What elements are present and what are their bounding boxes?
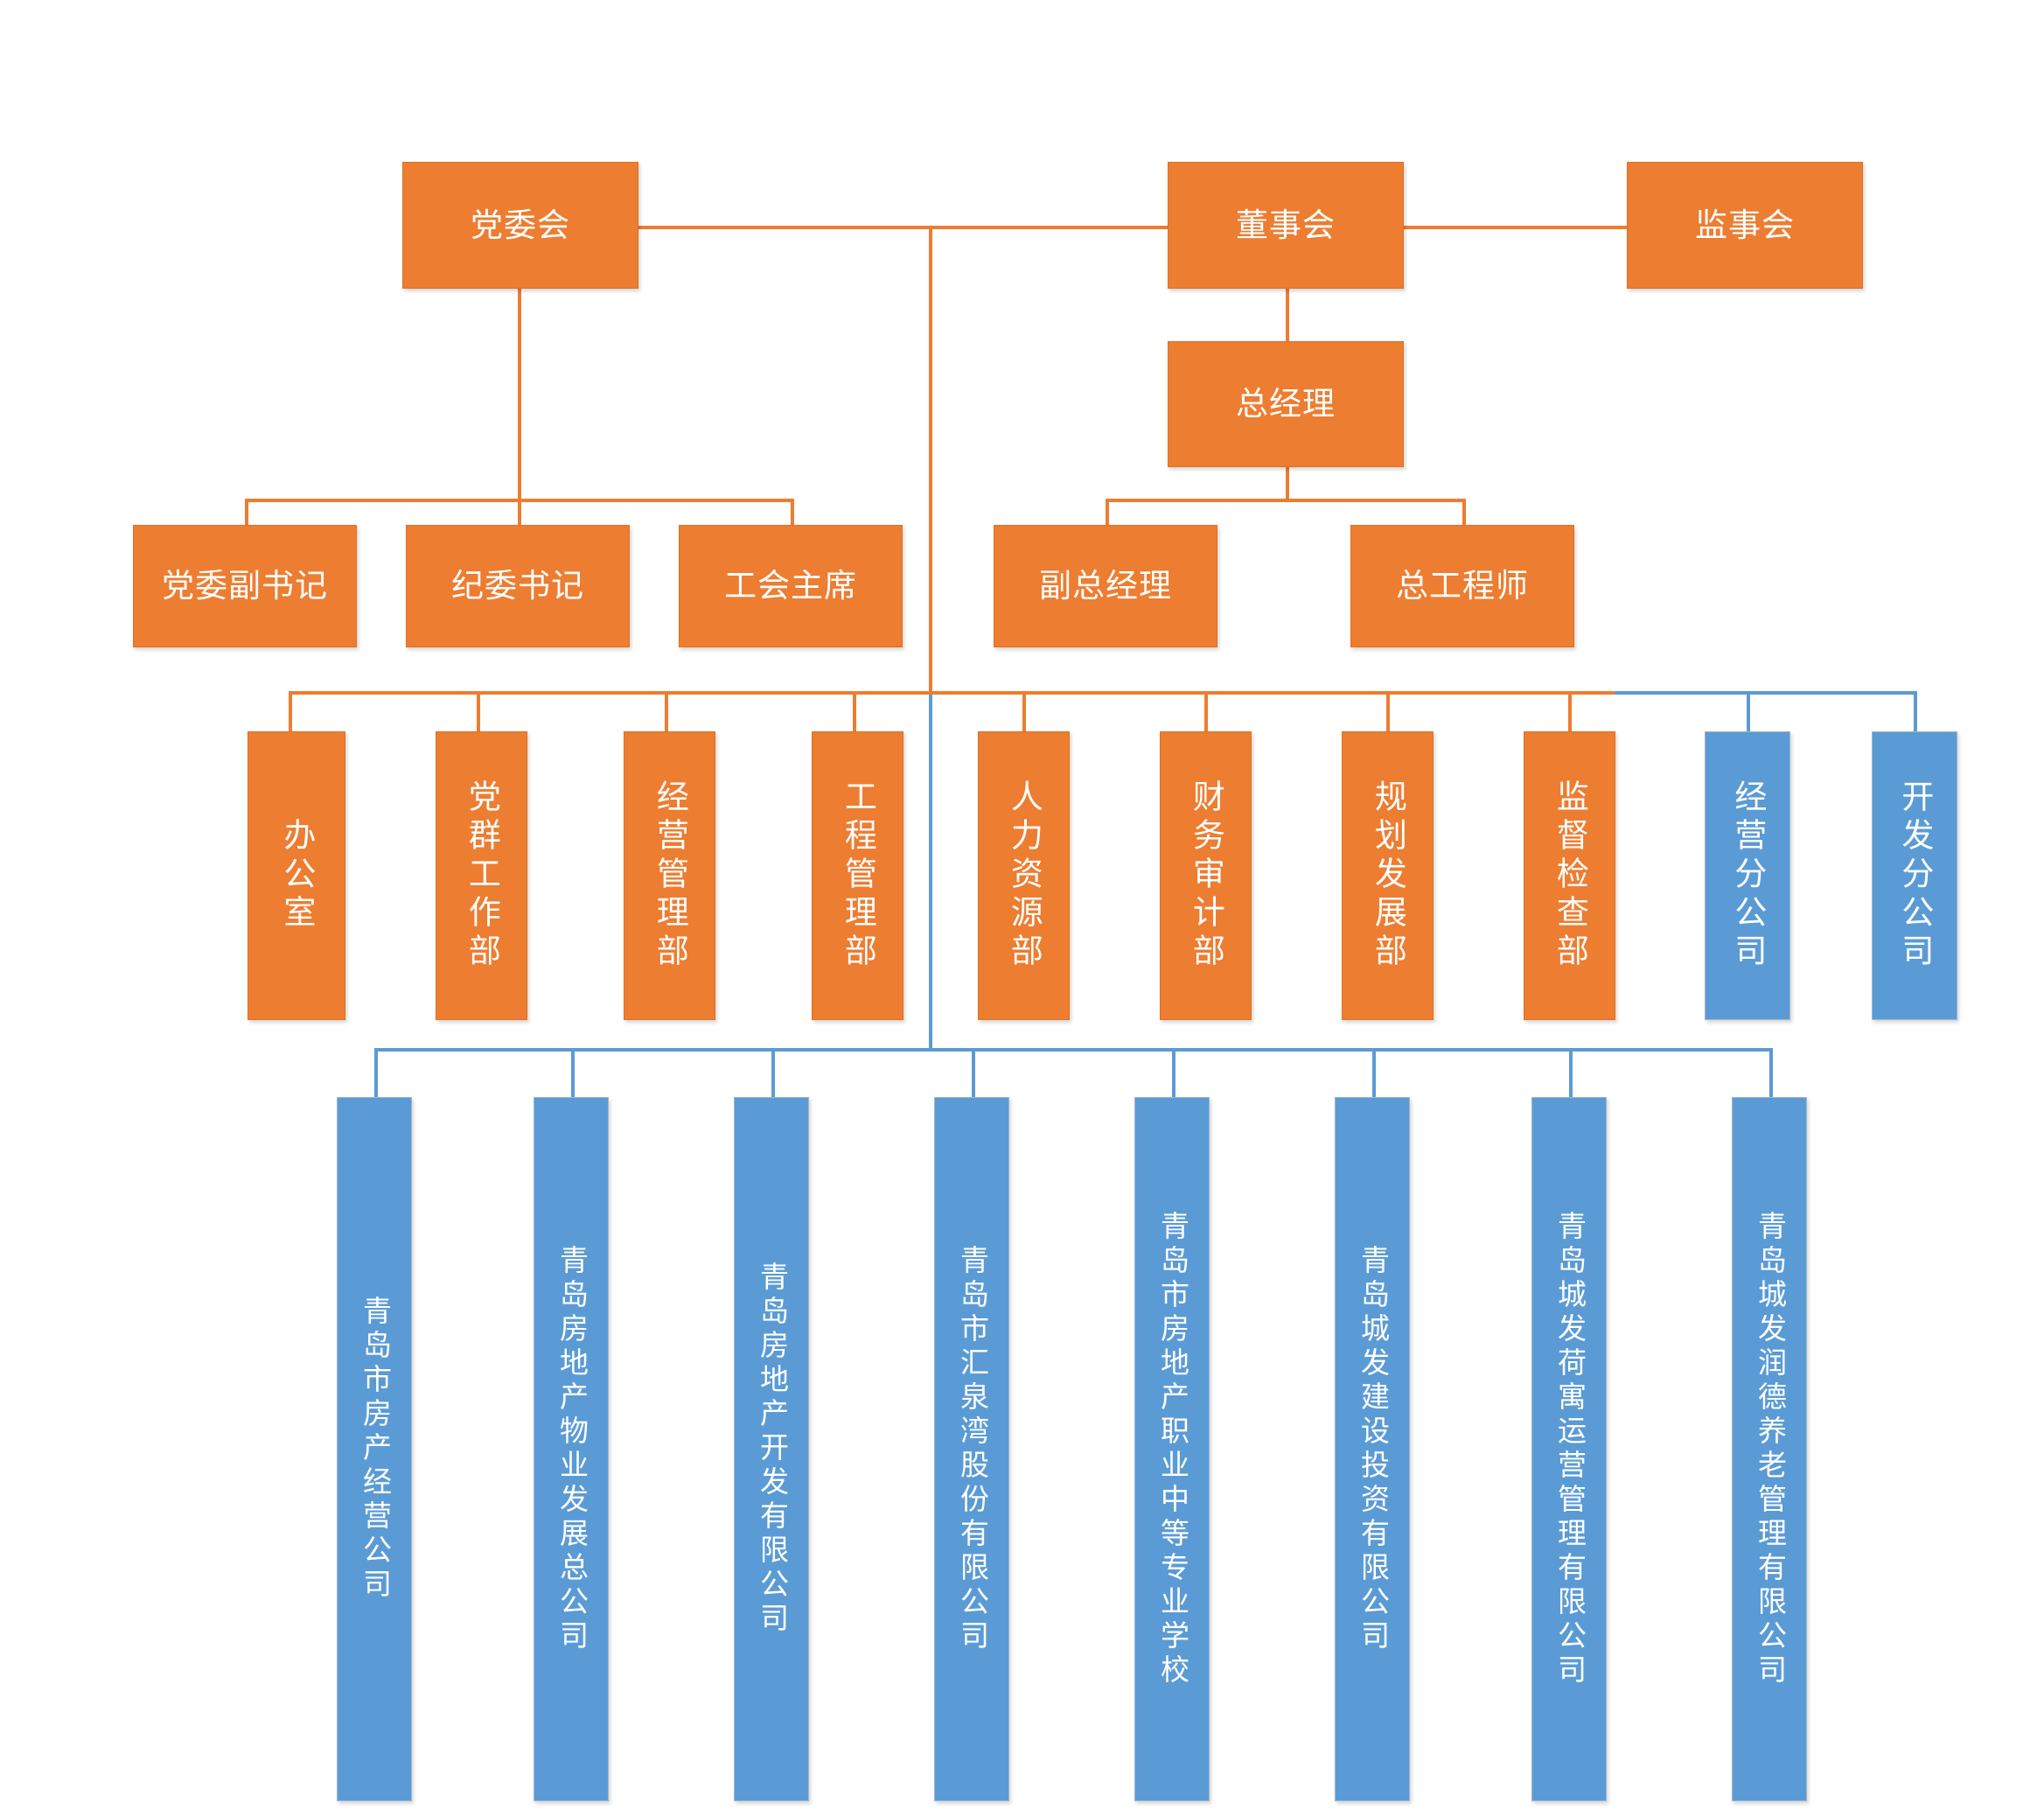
connector-subsidiary-drop-8 bbox=[1769, 1048, 1773, 1097]
connector-gm-down bbox=[1286, 467, 1289, 499]
node-subsidiary-heyu-rental-operations[interactable]: 青岛城发荷寓运营管理有限公司 bbox=[1531, 1097, 1607, 1801]
connector-department-drop-1 bbox=[289, 691, 292, 731]
node-subsidiary-runde-elderly-care[interactable]: 青岛城发润德养老管理有限公司 bbox=[1732, 1097, 1807, 1801]
connector-subsidiary-drop-1 bbox=[374, 1048, 378, 1097]
node-label: 党委副书记 bbox=[162, 567, 328, 605]
connector-subsidiary-trunk bbox=[929, 693, 932, 1050]
connector-top-spine bbox=[635, 226, 1627, 229]
node-label: 财务审计部 bbox=[1187, 779, 1225, 972]
node-label: 总工程师 bbox=[1396, 567, 1529, 605]
connector-management-drop-2 bbox=[1462, 499, 1466, 525]
node-label: 青岛城发荷寓运营管理有限公司 bbox=[1552, 1210, 1587, 1688]
connector-department-drop-8 bbox=[1568, 691, 1572, 731]
connector-department-drop-9 bbox=[1747, 691, 1750, 731]
node-deputy-party-secretary[interactable]: 党委副书记 bbox=[133, 525, 357, 647]
connector-subsidiary-drop-4 bbox=[972, 1048, 975, 1097]
node-department-office[interactable]: 办公室 bbox=[248, 731, 345, 1020]
node-department-supervision-inspection[interactable]: 监督检查部 bbox=[1524, 731, 1615, 1020]
node-deputy-general-manager[interactable]: 副总经理 bbox=[994, 525, 1217, 647]
connector-department-bar-blue bbox=[1615, 691, 1914, 695]
connector-department-drop-10 bbox=[1914, 691, 1917, 731]
node-label: 监督检查部 bbox=[1551, 779, 1589, 972]
node-department-business-management[interactable]: 经营管理部 bbox=[624, 731, 715, 1020]
node-label: 工程管理部 bbox=[839, 779, 877, 972]
node-department-engineering-management[interactable]: 工程管理部 bbox=[812, 731, 903, 1020]
node-discipline-secretary[interactable]: 纪委书记 bbox=[406, 525, 630, 647]
connector-subsidiary-drop-6 bbox=[1372, 1048, 1376, 1097]
node-label: 规划发展部 bbox=[1369, 779, 1407, 972]
node-branch-business[interactable]: 经营分公司 bbox=[1705, 731, 1790, 1020]
connector-main-trunk bbox=[929, 226, 932, 693]
node-label: 办公室 bbox=[277, 818, 316, 933]
node-department-planning-development[interactable]: 规划发展部 bbox=[1342, 731, 1434, 1020]
connector-department-drop-3 bbox=[665, 691, 668, 731]
node-label: 党群工作部 bbox=[463, 779, 501, 972]
node-label: 经营分公司 bbox=[1728, 779, 1767, 972]
node-label: 青岛城发建设投资有限公司 bbox=[1356, 1244, 1391, 1654]
connector-department-drop-4 bbox=[853, 691, 856, 731]
connector-board-to-gm bbox=[1286, 289, 1289, 341]
connector-subsidiary-drop-2 bbox=[571, 1048, 575, 1097]
node-label: 党委会 bbox=[471, 206, 570, 244]
node-label: 开发分公司 bbox=[1895, 779, 1934, 972]
node-label: 人力资源部 bbox=[1005, 779, 1043, 972]
node-label: 董事会 bbox=[1236, 206, 1336, 244]
node-party-committee[interactable]: 党委会 bbox=[402, 162, 638, 289]
node-label: 经营管理部 bbox=[651, 779, 689, 972]
node-general-manager[interactable]: 总经理 bbox=[1168, 341, 1404, 467]
node-department-finance-audit[interactable]: 财务审计部 bbox=[1160, 731, 1252, 1020]
connector-department-drop-2 bbox=[477, 691, 480, 731]
node-department-human-resources[interactable]: 人力资源部 bbox=[978, 731, 1070, 1020]
connector-department-drop-6 bbox=[1204, 691, 1208, 731]
connector-management-drop-1 bbox=[1106, 499, 1109, 525]
connector-party-drop-3 bbox=[791, 499, 794, 525]
connector-party-drop-1 bbox=[245, 499, 248, 525]
connector-subsidiary-drop-7 bbox=[1569, 1048, 1573, 1097]
node-label: 青岛市房产经营公司 bbox=[358, 1296, 393, 1603]
connector-subsidiary-drop-5 bbox=[1172, 1048, 1175, 1097]
node-label: 青岛房地产开发有限公司 bbox=[755, 1261, 790, 1637]
node-label: 副总经理 bbox=[1039, 567, 1172, 605]
node-label: 工会主席 bbox=[724, 567, 857, 605]
node-subsidiary-property-service-group[interactable]: 青岛房地产物业发展总公司 bbox=[534, 1097, 609, 1801]
node-label: 青岛市汇泉湾股份有限公司 bbox=[955, 1244, 990, 1654]
node-department-party-mass-work[interactable]: 党群工作部 bbox=[436, 731, 527, 1020]
node-subsidiary-real-estate-development[interactable]: 青岛房地产开发有限公司 bbox=[734, 1097, 809, 1801]
node-label: 青岛市房地产职业中等专业学校 bbox=[1155, 1210, 1190, 1688]
connector-party-down bbox=[518, 289, 521, 499]
connector-department-drop-5 bbox=[1022, 691, 1026, 731]
connector-department-drop-7 bbox=[1386, 691, 1390, 731]
node-chief-engineer[interactable]: 总工程师 bbox=[1350, 525, 1574, 647]
connector-subsidiary-drop-3 bbox=[771, 1048, 775, 1097]
node-subsidiary-vocational-school[interactable]: 青岛市房地产职业中等专业学校 bbox=[1134, 1097, 1210, 1801]
node-board-of-supervisors[interactable]: 监事会 bbox=[1627, 162, 1863, 289]
node-subsidiary-construction-investment[interactable]: 青岛城发建设投资有限公司 bbox=[1335, 1097, 1410, 1801]
node-subsidiary-huiquanwan[interactable]: 青岛市汇泉湾股份有限公司 bbox=[934, 1097, 1009, 1801]
node-label: 青岛房地产物业发展总公司 bbox=[555, 1244, 589, 1654]
node-label: 青岛城发润德养老管理有限公司 bbox=[1753, 1210, 1788, 1688]
connector-department-bar-orange bbox=[289, 691, 1618, 695]
connector-management-bar bbox=[1106, 499, 1466, 502]
node-label: 总经理 bbox=[1236, 385, 1336, 423]
node-union-chairman[interactable]: 工会主席 bbox=[679, 525, 903, 647]
connector-party-drop-2 bbox=[518, 499, 521, 525]
node-board-of-directors[interactable]: 董事会 bbox=[1168, 162, 1404, 289]
node-subsidiary-property-management-co[interactable]: 青岛市房产经营公司 bbox=[337, 1097, 412, 1801]
node-label: 监事会 bbox=[1695, 206, 1795, 244]
connector-subsidiary-bar bbox=[374, 1048, 1769, 1052]
node-label: 纪委书记 bbox=[451, 567, 584, 605]
node-branch-development[interactable]: 开发分公司 bbox=[1872, 731, 1957, 1020]
